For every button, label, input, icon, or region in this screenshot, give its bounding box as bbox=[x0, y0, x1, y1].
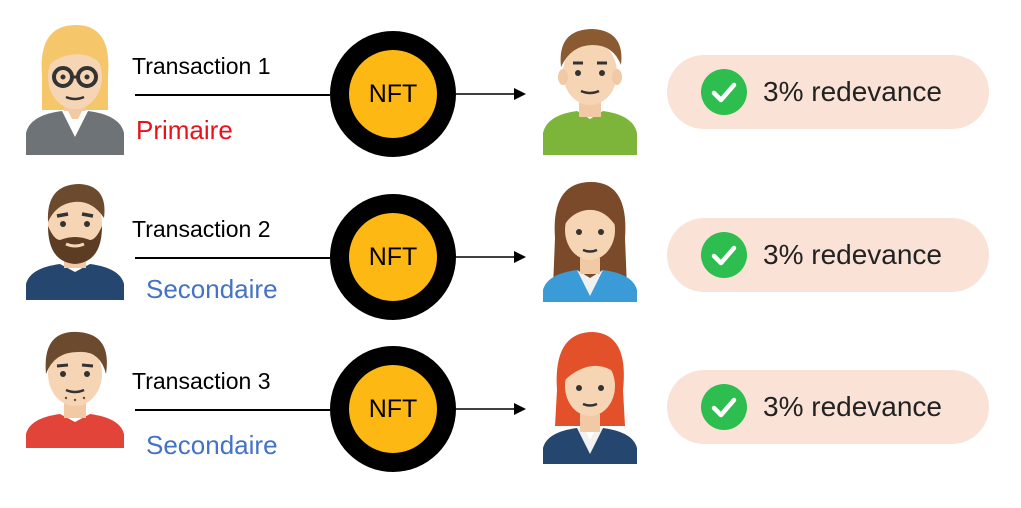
flow-line bbox=[135, 94, 330, 96]
woman-with-glasses-avatar-icon bbox=[26, 25, 124, 155]
nft-token-core: NFT bbox=[349, 50, 437, 138]
royalty-label: 3% redevance bbox=[763, 391, 943, 422]
transaction-row-1: Transaction 1 Primaire NFT 3% redevance bbox=[0, 15, 1021, 165]
check-circle-icon bbox=[701, 69, 747, 115]
man-red-shirt-avatar-icon bbox=[26, 331, 124, 448]
flow-line bbox=[135, 409, 330, 411]
transaction-type-label: Secondaire bbox=[146, 274, 278, 304]
nft-label: NFT bbox=[368, 79, 418, 108]
check-circle-icon bbox=[701, 232, 747, 278]
nft-label: NFT bbox=[368, 394, 418, 423]
royalty-badge: 3% redevance bbox=[667, 370, 989, 444]
nft-token-core: NFT bbox=[349, 365, 437, 453]
nft-label: NFT bbox=[368, 242, 418, 271]
transaction-type-label: Primaire bbox=[136, 115, 233, 145]
arrow-right-icon bbox=[456, 403, 526, 415]
nft-token: NFT bbox=[330, 194, 456, 320]
transaction-row-2: Transaction 2 Secondaire NFT 3% redevanc… bbox=[0, 178, 1021, 328]
nft-token-core: NFT bbox=[349, 213, 437, 301]
transaction-label: Transaction 2 bbox=[132, 216, 271, 242]
transaction-type-label: Secondaire bbox=[146, 430, 278, 460]
man-green-shirt-avatar-icon bbox=[543, 29, 637, 155]
flow-line bbox=[135, 257, 330, 259]
woman-long-hair-avatar-icon bbox=[543, 182, 637, 302]
transaction-label: Transaction 3 bbox=[132, 368, 271, 394]
royalty-badge: 3% redevance bbox=[667, 55, 989, 129]
bearded-man-avatar-icon bbox=[26, 184, 124, 300]
royalty-badge: 3% redevance bbox=[667, 218, 989, 292]
red-haired-woman-avatar-icon bbox=[543, 332, 637, 464]
royalty-label: 3% redevance bbox=[763, 239, 943, 270]
royalty-label: 3% redevance bbox=[763, 76, 943, 107]
transaction-label: Transaction 1 bbox=[132, 53, 271, 79]
arrow-right-icon bbox=[456, 88, 526, 100]
transaction-row-3: Transaction 3 Secondaire NFT 3% redevanc… bbox=[0, 330, 1021, 480]
check-circle-icon bbox=[701, 384, 747, 430]
arrow-right-icon bbox=[456, 251, 526, 263]
nft-token: NFT bbox=[330, 31, 456, 157]
nft-token: NFT bbox=[330, 346, 456, 472]
